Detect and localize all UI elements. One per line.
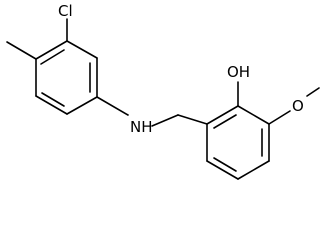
methoxy-methyl-bond bbox=[306, 87, 320, 97]
bond bbox=[206, 160, 239, 180]
double-bond-inner bbox=[213, 114, 237, 129]
double-bond-inner bbox=[41, 92, 65, 107]
bond-to-methoxy-o bbox=[268, 110, 291, 125]
bond bbox=[66, 40, 98, 59]
hydroxyl-label: OH bbox=[227, 63, 250, 81]
molecule-drawing: Cl NH OH O bbox=[6, 2, 320, 180]
bond bbox=[206, 105, 239, 125]
nh-label: NH bbox=[130, 118, 153, 136]
double-bond-inner bbox=[213, 157, 237, 172]
bond bbox=[35, 40, 68, 60]
right-benzene-ring bbox=[206, 105, 270, 180]
left-benzene-ring bbox=[35, 40, 98, 115]
chlorine-label: Cl bbox=[58, 2, 73, 20]
methoxy-oxygen-label: O bbox=[292, 97, 304, 115]
bond bbox=[237, 160, 270, 180]
bond bbox=[66, 96, 98, 115]
ch2-ring-bond bbox=[177, 114, 208, 125]
molecule-svg: Cl NH OH O bbox=[6, 2, 320, 180]
bond-to-nh bbox=[96, 96, 129, 116]
methyl-bond bbox=[6, 41, 37, 60]
nh-ch2-bond bbox=[151, 114, 179, 127]
bond bbox=[237, 105, 270, 125]
double-bond-inner bbox=[40, 49, 65, 65]
bond bbox=[35, 95, 68, 115]
